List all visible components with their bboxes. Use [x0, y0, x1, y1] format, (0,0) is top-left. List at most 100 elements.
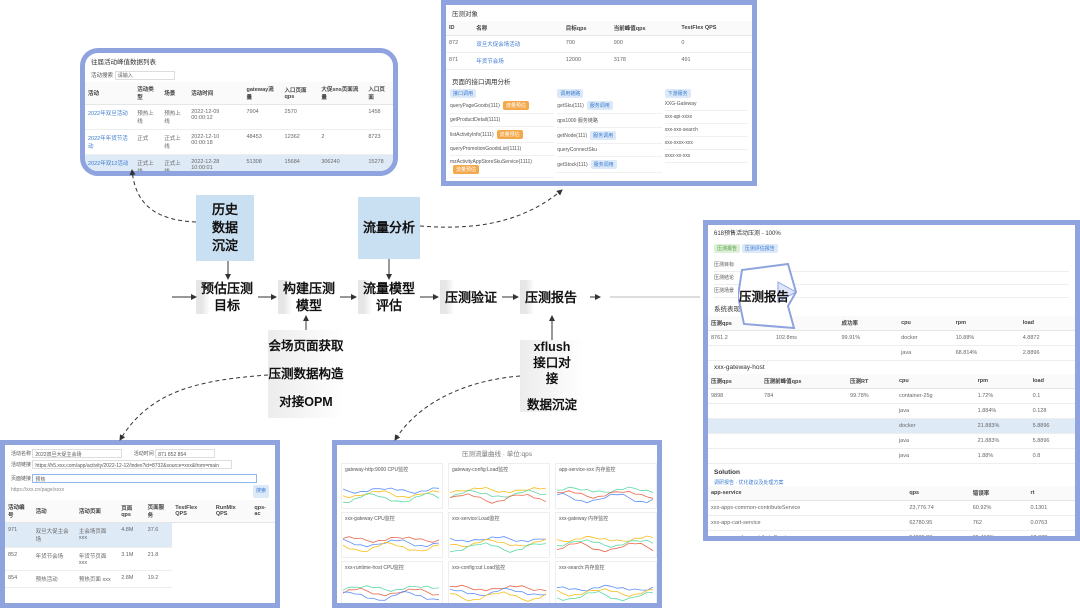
history-cell: [318, 104, 366, 130]
call-col1-item-tag: 流量预估: [496, 130, 523, 139]
history-cell: 正式上线: [161, 129, 189, 155]
history-col-2: 场景: [161, 82, 189, 105]
venue-cell: 3.1M: [118, 547, 145, 571]
report1-cell: 68.814%: [952, 345, 1020, 361]
call-col2-item-label[interactable]: getNode(111): [557, 133, 588, 139]
call-col3-item-label[interactable]: xxx-xxx-search: [664, 127, 698, 133]
report2-col-2: 压测RT: [847, 374, 896, 389]
call-col3-item-label[interactable]: xxxx-xx-xxx: [664, 153, 691, 159]
report3-cell: xxx-app-cart-service: [708, 515, 907, 531]
history-cell[interactable]: 2022年年货节活动: [85, 129, 135, 155]
venue-col-3: 页面qps: [118, 500, 145, 523]
traffic-cell: 12000: [562, 52, 611, 70]
history-cell: 2: [318, 129, 366, 155]
report1-cell: 4.8872: [1019, 330, 1075, 346]
call-col1-item-label[interactable]: queryPageGoods(111): [450, 103, 500, 109]
call-col2-item-label[interactable]: qps1000 服务链路: [557, 118, 598, 124]
traffic-cell[interactable]: 年货节会场: [473, 52, 563, 70]
history-cell: 正式: [134, 129, 162, 155]
call-col1-item-tag: 流量预估: [502, 101, 529, 110]
xflush-chart-card: xxx-service:Load监控: [448, 512, 550, 558]
traffic-col-1: 名称: [473, 21, 563, 36]
col1-head: 接口调用: [450, 89, 477, 98]
xflush-series-line: [342, 538, 440, 548]
call-col1-item-label[interactable]: queryPromotionGoodsList(1111): [450, 146, 522, 152]
traffic-cell[interactable]: 双旦大促会场活动: [473, 35, 563, 53]
report3-cell: 23,776.74: [906, 500, 970, 516]
report-chip-2[interactable]: 压测评估报告: [741, 244, 778, 253]
xflush-chart-title: xxx-runtime-host CPU监控: [345, 565, 404, 571]
report3-col-3: rt: [1027, 486, 1075, 501]
xflush-chart-plot: [449, 584, 547, 602]
report3-col-1: qps: [906, 486, 970, 501]
report-section-b: xxx-gateway-host: [714, 364, 765, 371]
history-cell: 预热上线: [161, 104, 189, 130]
report2-cell: 784: [761, 388, 848, 404]
history-cell[interactable]: 2022年双12活动: [85, 154, 135, 171]
venue-cell: 854: [5, 570, 33, 588]
report1-col-3: cpu: [898, 316, 953, 331]
call-col2-item-tag: 服务调用: [590, 160, 617, 169]
call-col1-item-label[interactable]: mzActivityAppStoreSkuService(1111): [450, 159, 532, 165]
xflush-chart-plot: [449, 536, 547, 553]
report2-cell: 9898: [708, 388, 762, 404]
note-traffic-analysis: 流量分析: [358, 197, 420, 259]
report3-cell: 95.417%: [969, 530, 1028, 536]
call-col1-item-label[interactable]: getProductDetail(1111): [450, 117, 501, 123]
venue-col-6: RunMix QPS: [212, 500, 252, 523]
history-cell: 7904: [243, 104, 282, 130]
report2-cell: docker: [895, 418, 975, 434]
venue-filter-field[interactable]: 871 852 854: [155, 449, 216, 459]
report-chip-1[interactable]: 压测报告: [714, 244, 741, 253]
venue-label-1: 活动链接: [11, 462, 32, 468]
venue-search-field[interactable]: 预热: [32, 474, 258, 484]
history-cell: 2022-12-10 00:00:18: [188, 129, 244, 155]
history-cell[interactable]: 2022年双旦活动: [85, 104, 135, 130]
call-col2-item-label[interactable]: getSku(111): [557, 103, 584, 109]
call-col2-item-label[interactable]: getStock(111): [557, 162, 588, 168]
xflush-chart-plot: [556, 584, 654, 602]
venue-search-button[interactable]: 搜索: [252, 485, 269, 498]
call-col3-item-label[interactable]: xxx-api-xxxx: [664, 114, 693, 120]
step-traffic-eval: 流量模型评估: [358, 280, 420, 314]
xflush-series-line: [556, 588, 654, 597]
history-cell: 306240: [318, 154, 366, 171]
venue-link-field[interactable]: https://h5.xxx.com/app/activity/2022-12-…: [32, 460, 233, 470]
xflush-series-line: [342, 541, 440, 552]
report2-cell: [708, 448, 762, 464]
venue-name-field[interactable]: 2022双旦大促主会场: [32, 449, 123, 459]
call-col1-item: queryPageGoods(111)流量预估: [450, 98, 555, 114]
report2-cell: [761, 403, 848, 419]
call-col1-item-label[interactable]: listActivityInfo(1111): [450, 132, 494, 138]
xflush-series-line: [342, 536, 440, 543]
call-col3-item-label[interactable]: xxx-xxxx-xxx: [664, 140, 693, 146]
xflush-chart-plot: [342, 487, 440, 504]
traffic-section1-title: 压测对象: [452, 11, 478, 18]
history-search-label: 活动搜索: [91, 73, 114, 80]
history-cell: 预热上线: [134, 104, 162, 130]
report-solution-link[interactable]: 调研报告 · 优化建议及处理方案: [714, 480, 784, 486]
report1-cell: docker: [898, 330, 953, 346]
col2-head: 调用链路: [557, 89, 584, 98]
report2-cell: 5.8896: [1029, 418, 1075, 434]
call-col3-item-label[interactable]: XXG-Gateway: [664, 101, 697, 107]
history-cell: 2022-12-09 00:00:12: [188, 104, 244, 130]
venue-cell: 年货节页面 xxx: [75, 547, 119, 571]
report2-col-3: cpu: [895, 374, 975, 389]
call-column-2: 调用链路 getSku(111) 服务调用 qps1000 服务链路 getNode(…: [557, 89, 662, 178]
xflush-chart-card: xxx-runtime-host CPU监控: [341, 561, 443, 603]
xflush-chart-title: app-service-xxx 内存监控: [559, 467, 616, 473]
venue-cell: 2.8M: [118, 570, 145, 588]
history-search-input[interactable]: 请输入: [114, 71, 175, 80]
report2-col-0: 压测qps: [708, 374, 762, 389]
call-col2-item-label[interactable]: queryConnectSku: [557, 147, 598, 153]
xflush-chart-title: gateway-http:9000 CPU监控: [345, 467, 409, 473]
report2-col-4: rpm: [974, 374, 1030, 389]
venue-cell: 19.2: [144, 570, 173, 588]
xflush-series-line: [449, 536, 546, 543]
